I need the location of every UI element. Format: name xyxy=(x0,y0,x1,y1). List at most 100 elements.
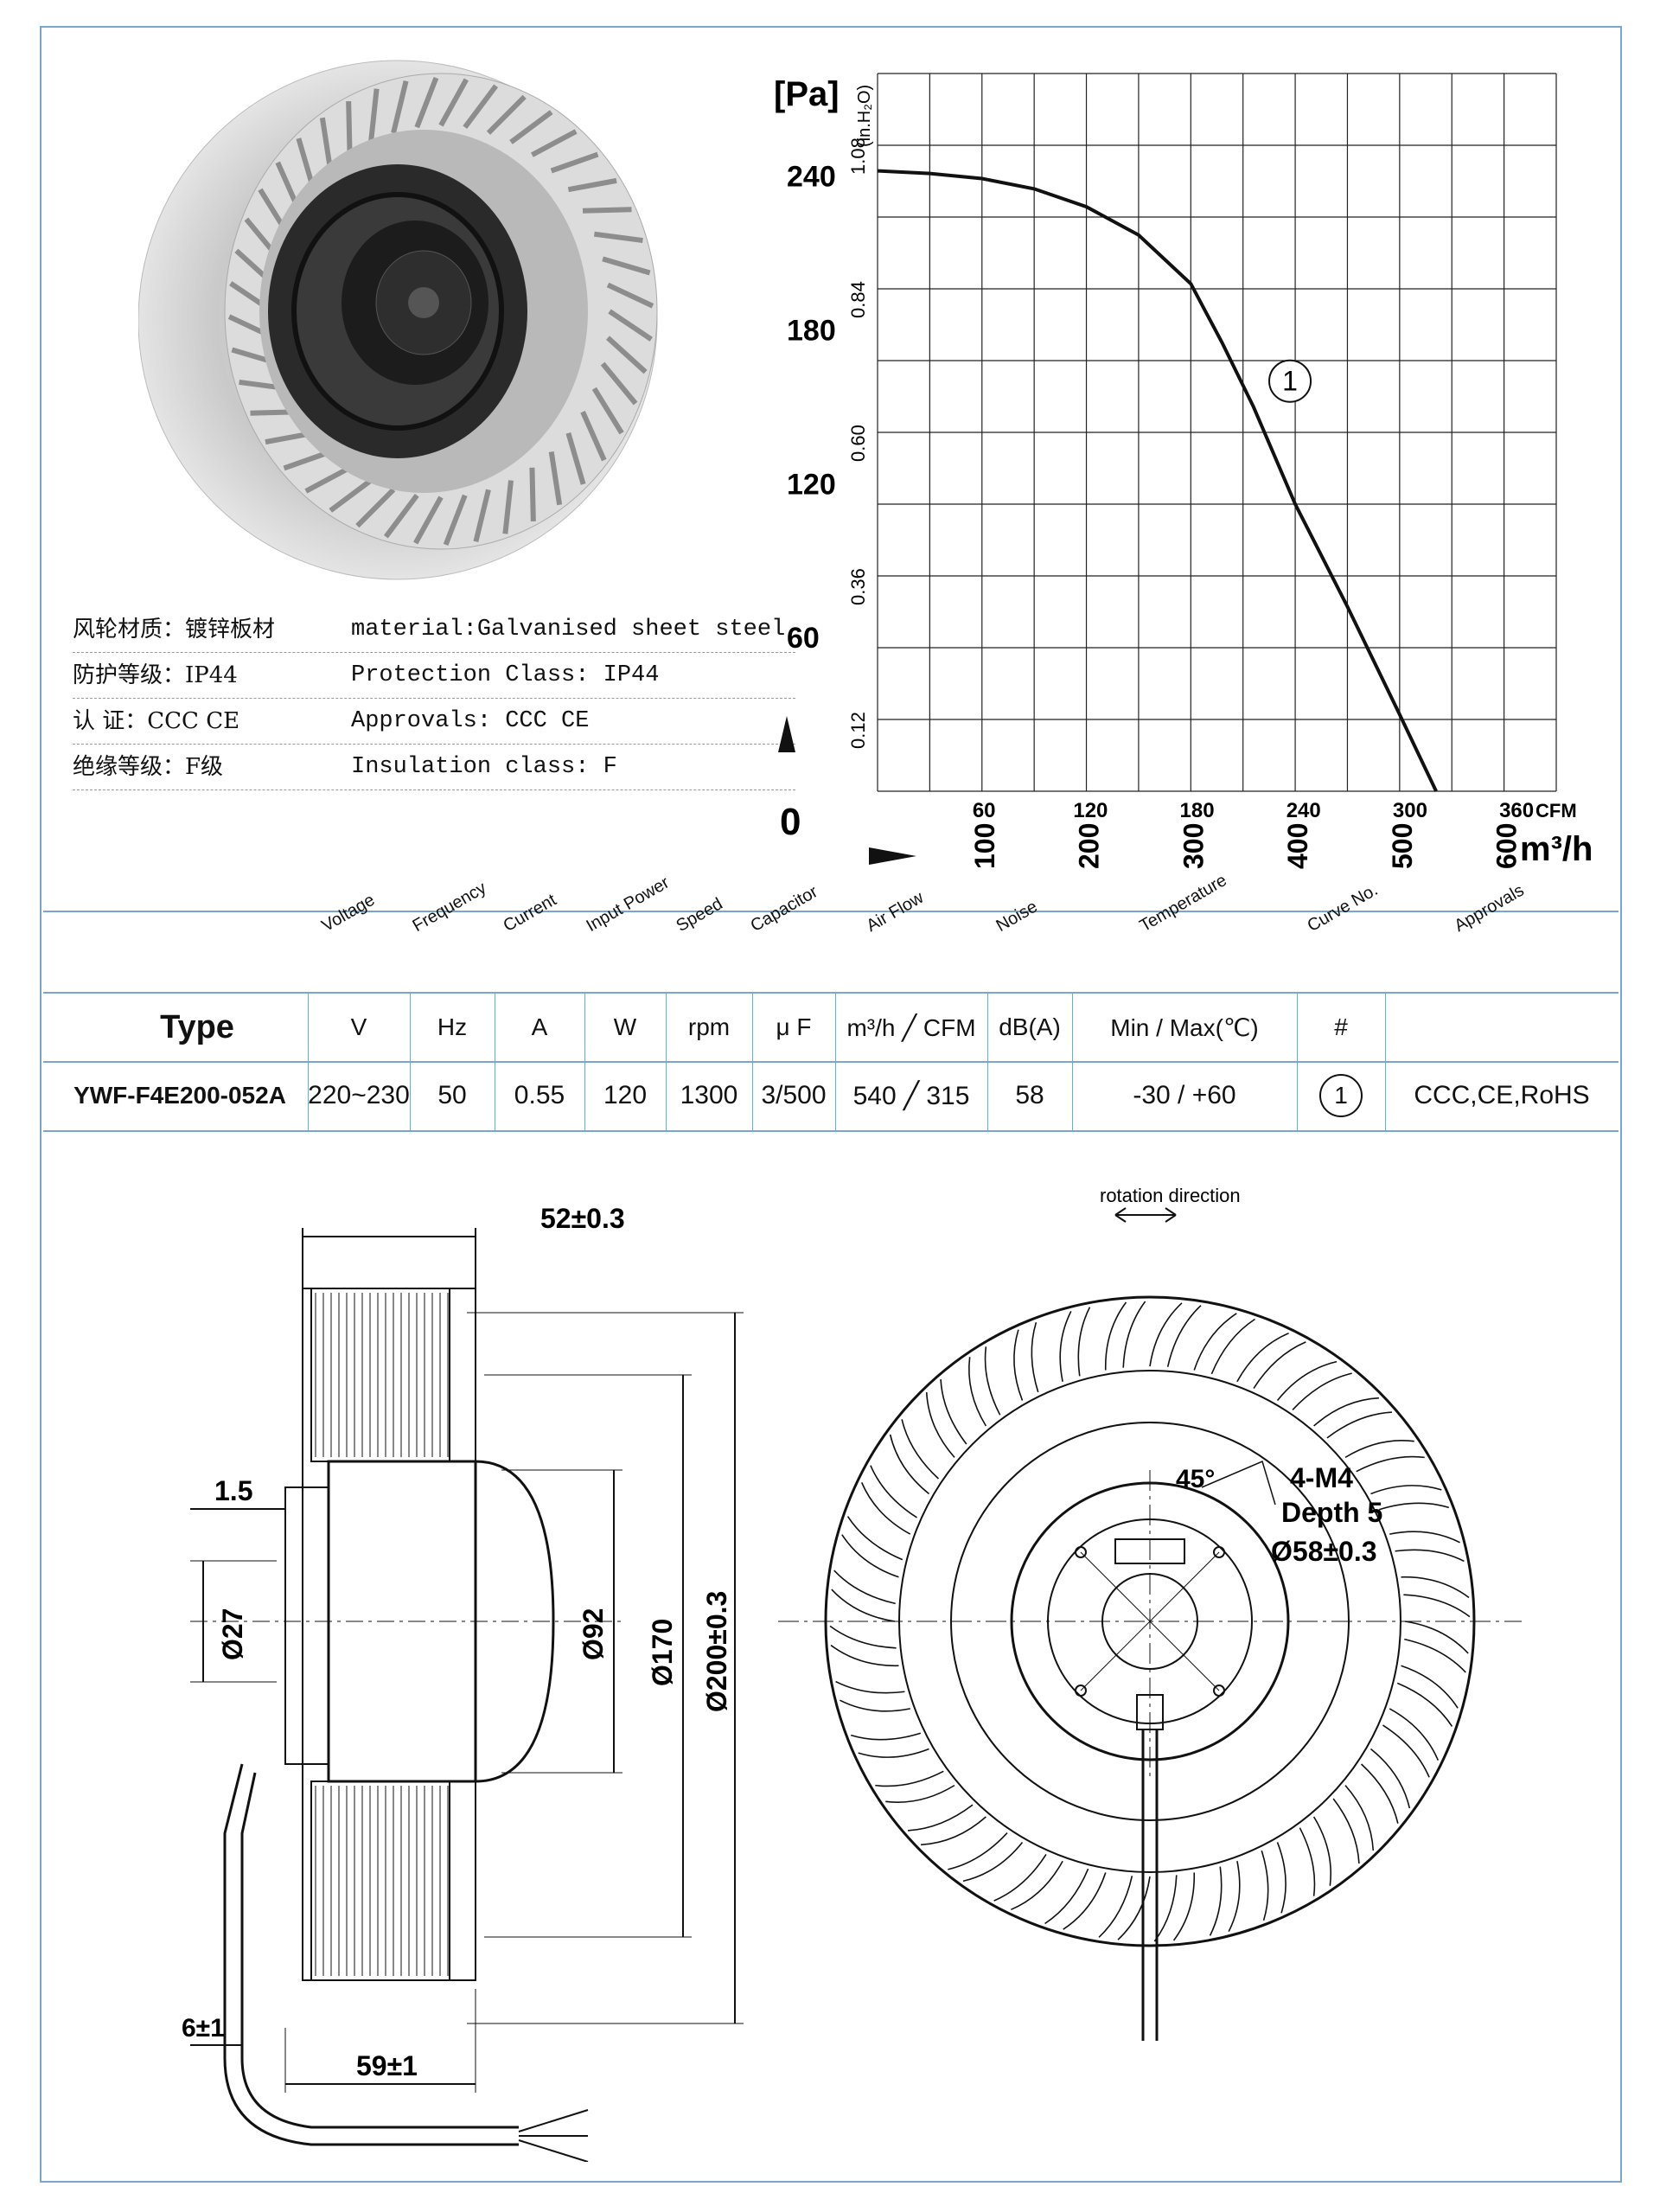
dim-92: Ø92 xyxy=(578,1608,609,1660)
spec-row-protection: 防护等级：IP44 Protection Class: IP44 xyxy=(73,653,795,699)
y-tick-label: 120 xyxy=(787,468,836,501)
y-tick-label-secondary: 0.60 xyxy=(847,425,869,462)
label-45-deg: 45° xyxy=(1176,1465,1215,1493)
curve-number-badge: 1 xyxy=(1319,1074,1363,1117)
spec-row-insulation: 绝缘等级：F级 Insulation class: F xyxy=(73,745,795,790)
x-axis-label: m³/h xyxy=(1520,830,1591,868)
front-view xyxy=(778,1207,1522,2041)
spec-label-en: Insulation class: F xyxy=(351,754,617,780)
value-capacitor: 3/500 xyxy=(761,1081,827,1109)
dim-59: 59±1 xyxy=(356,2050,418,2081)
divider-table-mid xyxy=(43,1061,1618,1063)
label-4-m4: 4-M4 xyxy=(1290,1462,1353,1493)
divider-table-bottom xyxy=(43,1130,1618,1132)
value-curve-no: 1 xyxy=(1297,1062,1385,1129)
x-axis-label-secondary: CFM xyxy=(1536,800,1577,822)
value-speed: 1300 xyxy=(680,1081,738,1109)
y-tick-label-secondary: 0.84 xyxy=(847,281,869,318)
dim-200: Ø200±0.3 xyxy=(701,1591,732,1712)
dim-1-5: 1.5 xyxy=(214,1475,252,1506)
col-divider xyxy=(308,993,309,1131)
y-tick-label: 240 xyxy=(787,161,836,194)
dim-170: Ø170 xyxy=(647,1619,678,1686)
dim-52: 52±0.3 xyxy=(540,1203,625,1234)
spec-label-en: Protection Class: IP44 xyxy=(351,662,660,688)
x-tick-label-secondary: 120 xyxy=(1073,799,1108,822)
value-approvals: CCC,CE,RoHS xyxy=(1414,1081,1590,1109)
y-tick-label-secondary: 0.12 xyxy=(847,712,869,749)
x-tick-label: 600 xyxy=(1491,823,1523,869)
x-tick-label-secondary: 300 xyxy=(1393,799,1427,822)
spec-label-en: material:Galvanised sheet steel xyxy=(351,617,786,643)
y-axis-label: [Pa] xyxy=(774,75,840,113)
performance-chart: 1 [Pa] (in.H₂O) 0 CFM m³/h 240 180 120 60 1.… xyxy=(774,73,1591,869)
unit-frequency: Hz xyxy=(437,1013,468,1040)
x-axis-arrow-icon xyxy=(869,847,916,865)
page-frame xyxy=(40,26,1622,2183)
col-divider xyxy=(1385,993,1386,1131)
y-tick-label: 180 xyxy=(787,314,836,347)
origin-label: 0 xyxy=(780,801,801,843)
x-tick-label: 400 xyxy=(1282,823,1313,869)
divider-table-top xyxy=(43,992,1618,994)
y-tick-label-secondary: 1.08 xyxy=(847,137,869,175)
unit-power: W xyxy=(613,1013,637,1040)
y-tick-label: 60 xyxy=(787,622,820,655)
col-divider xyxy=(584,993,585,1131)
performance-curve-1 xyxy=(877,169,1438,792)
label-depth: Depth 5 xyxy=(1281,1497,1382,1528)
rotation-direction-label: rotation direction xyxy=(1100,1185,1241,1206)
x-tick-label: 500 xyxy=(1387,823,1418,869)
spec-label-zh: 绝缘等级：F级 xyxy=(73,754,224,780)
curve-label: 1 xyxy=(1282,366,1298,397)
dim-27: Ø27 xyxy=(217,1608,248,1660)
x-tick-label: 200 xyxy=(1074,823,1105,869)
curve-label-circle xyxy=(1268,359,1312,403)
col-divider xyxy=(1297,993,1298,1131)
unit-curve-no: # xyxy=(1334,1013,1348,1040)
x-tick-label-secondary: 360 xyxy=(1499,799,1534,822)
unit-air-flow: m³/h ╱ CFM xyxy=(846,1013,976,1041)
y-axis-arrow-icon xyxy=(778,716,795,752)
x-tick-label-secondary: 60 xyxy=(973,799,996,822)
fan-impeller-photo xyxy=(138,60,658,580)
dim-6: 6±1 xyxy=(182,2014,225,2043)
spec-label-zh: 认 证：CCC CE xyxy=(73,708,240,734)
col-divider xyxy=(666,993,667,1131)
x-tick-label: 300 xyxy=(1178,823,1209,869)
value-air-flow: 540 ╱ 315 xyxy=(852,1081,970,1110)
label-58: Ø58±0.3 xyxy=(1271,1536,1377,1567)
unit-temperature: Min / Max(℃) xyxy=(1110,1013,1259,1041)
col-divider xyxy=(410,993,411,1131)
spec-label-zh: 风轮材质：镀锌板材 xyxy=(73,617,276,643)
value-noise: 58 xyxy=(1015,1081,1044,1109)
spec-label-zh: 防护等级：IP44 xyxy=(73,662,238,688)
unit-current: A xyxy=(531,1013,548,1040)
unit-approvals xyxy=(1385,993,1618,1062)
col-divider xyxy=(1072,993,1073,1131)
unit-speed: rpm xyxy=(687,1013,731,1040)
x-tick-label: 100 xyxy=(969,823,1000,869)
value-temperature: -30 / +60 xyxy=(1133,1081,1236,1109)
unit-noise: dB(A) xyxy=(999,1013,1061,1040)
divider-top xyxy=(43,911,1618,912)
side-view xyxy=(190,1228,744,2162)
type-header: Type xyxy=(160,1008,234,1045)
value-current: 0.55 xyxy=(514,1081,565,1109)
model-cell: YWF-F4E200-052A xyxy=(73,1082,286,1109)
col-divider xyxy=(987,993,988,1131)
spec-label-en: Approvals: CCC CE xyxy=(351,708,590,734)
col-divider xyxy=(752,993,753,1131)
technical-drawing: 52±0.3 1.5 Ø27 Ø92 Ø170 Ø200±0.3 6±1 59±… xyxy=(182,1185,1522,2162)
value-power: 120 xyxy=(603,1081,648,1109)
unit-capacitor: μ F xyxy=(776,1013,812,1040)
value-voltage: 220~230 xyxy=(308,1081,410,1109)
y-tick-label-secondary: 0.36 xyxy=(847,568,869,605)
x-tick-label-secondary: 240 xyxy=(1286,799,1321,822)
unit-voltage: V xyxy=(350,1013,367,1040)
x-tick-label-secondary: 180 xyxy=(1180,799,1215,822)
y-axis-label-secondary: (in.H₂O) xyxy=(855,85,874,147)
value-frequency: 50 xyxy=(437,1081,467,1109)
col-divider xyxy=(835,993,836,1131)
spec-row-material: 风轮材质：镀锌板材 material:Galvanised sheet stee… xyxy=(73,607,795,653)
